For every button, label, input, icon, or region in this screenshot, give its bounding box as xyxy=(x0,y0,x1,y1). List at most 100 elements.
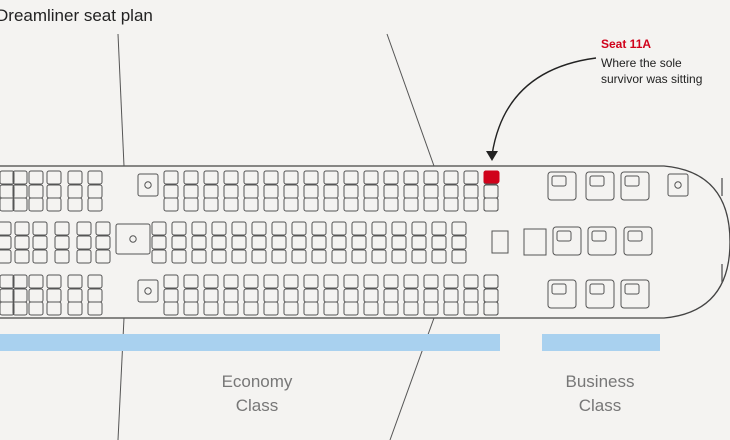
diagram-title: Dreamliner seat plan xyxy=(0,6,153,25)
economy-seat xyxy=(0,221,12,236)
lavatory-block xyxy=(137,279,159,303)
economy-seat xyxy=(431,235,447,250)
economy-seat xyxy=(271,221,287,236)
economy-seat xyxy=(171,221,187,236)
business-seat-cushion xyxy=(556,230,572,242)
economy-seat xyxy=(331,249,347,264)
business-seat xyxy=(547,171,577,201)
economy-seat xyxy=(403,170,419,185)
economy-seat xyxy=(251,235,267,250)
economy-seat xyxy=(283,197,299,212)
economy-seat xyxy=(483,184,499,199)
economy-seat xyxy=(383,197,399,212)
economy-seat xyxy=(331,221,347,236)
economy-seat xyxy=(14,249,30,264)
wing-line xyxy=(117,33,125,167)
economy-seat xyxy=(351,221,367,236)
business-seat xyxy=(585,279,615,309)
economy-seat xyxy=(151,221,167,236)
economy-seat xyxy=(263,274,279,289)
economy-seat xyxy=(191,235,207,250)
economy-seat xyxy=(46,288,62,303)
economy-seat xyxy=(151,235,167,250)
economy-seat xyxy=(483,288,499,303)
economy-seat xyxy=(343,197,359,212)
economy-seat xyxy=(483,301,499,316)
economy-seat xyxy=(263,184,279,199)
economy-seat xyxy=(363,288,379,303)
economy-seat xyxy=(323,197,339,212)
economy-seat xyxy=(423,197,439,212)
economy-seat xyxy=(211,249,227,264)
economy-seat xyxy=(303,288,319,303)
economy-seat xyxy=(171,235,187,250)
lavatory-symbol xyxy=(144,181,152,189)
economy-seat xyxy=(251,249,267,264)
economy-seat xyxy=(391,235,407,250)
economy-seat xyxy=(231,235,247,250)
lavatory-block xyxy=(115,223,151,255)
economy-seat xyxy=(463,170,479,185)
economy-seat xyxy=(223,197,239,212)
economy-seat xyxy=(283,301,299,316)
economy-seat xyxy=(46,184,62,199)
economy-seat xyxy=(14,235,30,250)
economy-seat xyxy=(223,170,239,185)
economy-seat xyxy=(383,288,399,303)
economy-seat xyxy=(28,301,44,316)
economy-seat xyxy=(303,274,319,289)
economy-seat xyxy=(95,221,111,236)
economy-seat xyxy=(203,301,219,316)
economy-seat xyxy=(383,184,399,199)
economy-seat xyxy=(183,184,199,199)
economy-seat xyxy=(54,235,70,250)
economy-seat xyxy=(46,274,62,289)
economy-seat xyxy=(251,221,267,236)
economy-seat xyxy=(191,249,207,264)
economy-seat xyxy=(363,184,379,199)
economy-seat xyxy=(303,197,319,212)
economy-seat xyxy=(0,184,15,199)
economy-seat xyxy=(291,249,307,264)
economy-seat xyxy=(28,170,44,185)
economy-seat xyxy=(203,197,219,212)
economy-seat xyxy=(483,197,499,212)
economy-seat xyxy=(343,301,359,316)
economy-seat xyxy=(283,288,299,303)
economy-seat xyxy=(323,170,339,185)
economy-seat xyxy=(483,274,499,289)
lavatory-symbol xyxy=(674,181,682,189)
economy-seat xyxy=(423,301,439,316)
economy-seat xyxy=(423,288,439,303)
economy-seat xyxy=(32,221,48,236)
economy-seat xyxy=(243,274,259,289)
economy-seat xyxy=(203,170,219,185)
business-class-label: Business Class xyxy=(530,370,670,418)
business-label-line2: Class xyxy=(578,396,622,415)
economy-seat xyxy=(32,235,48,250)
wing-line xyxy=(386,33,435,167)
business-seat-cushion xyxy=(551,175,567,187)
annotation-description: Where the sole survivor was sitting xyxy=(601,56,703,86)
economy-seat xyxy=(223,184,239,199)
economy-seat xyxy=(231,221,247,236)
economy-seat xyxy=(483,197,499,212)
economy-seat xyxy=(0,301,15,316)
economy-seat xyxy=(211,221,227,236)
economy-seat xyxy=(463,184,479,199)
economy-seat xyxy=(76,235,92,250)
economy-seat xyxy=(271,235,287,250)
economy-seat xyxy=(183,197,199,212)
economy-seat xyxy=(203,288,219,303)
lavatory-symbol xyxy=(129,235,137,243)
economy-seat xyxy=(163,288,179,303)
economy-seat xyxy=(291,235,307,250)
economy-seat xyxy=(343,170,359,185)
economy-seat xyxy=(243,170,259,185)
business-seat xyxy=(552,226,582,256)
economy-seat xyxy=(443,288,459,303)
economy-seat xyxy=(12,197,28,212)
economy-seat xyxy=(243,184,259,199)
economy-seat xyxy=(323,288,339,303)
